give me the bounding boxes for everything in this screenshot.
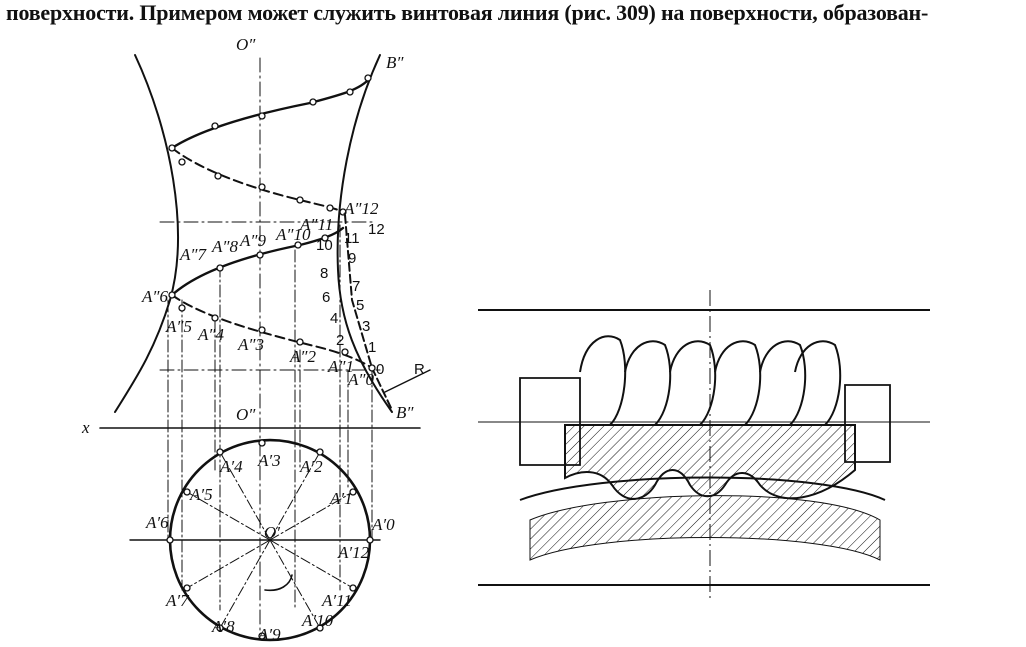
rotation-arrow xyxy=(264,574,293,592)
num-0: 0 xyxy=(376,361,384,378)
num-6: 6 xyxy=(322,289,330,306)
header-text: поверхности. Примером может служить винт… xyxy=(6,0,929,25)
plan-point-9: A′9 xyxy=(257,625,281,644)
num-1: 1 xyxy=(368,339,376,356)
num-7: 7 xyxy=(352,278,360,295)
front-point-0: A″0 xyxy=(347,370,374,389)
front-point-12: A″12 xyxy=(343,199,379,218)
generatrix-line xyxy=(344,214,393,411)
plan-point-5: A′5 xyxy=(189,485,213,504)
num-9: 9 xyxy=(348,250,356,267)
front-point-2: A″2 xyxy=(289,347,316,366)
front-point-10: A″10 xyxy=(275,225,311,244)
label-o-plan: O′ xyxy=(264,523,280,542)
num-10: 10 xyxy=(316,237,333,254)
plan-point-12: A′12 xyxy=(337,543,370,562)
label-b-top: B″ xyxy=(386,53,404,72)
helix-hidden-1 xyxy=(171,147,344,213)
num-11: 11 xyxy=(344,230,360,247)
num-4: 4 xyxy=(330,310,338,327)
projection-lines xyxy=(167,224,373,611)
label-r: R xyxy=(414,361,425,378)
num-12: 12 xyxy=(368,221,385,238)
left-contour xyxy=(114,54,179,413)
r-arrow xyxy=(384,369,431,393)
num-3: 3 xyxy=(362,318,370,335)
front-point-1: A″1 xyxy=(327,357,354,376)
plan-point-1: A′1 xyxy=(329,489,353,508)
front-point-3: A″3 xyxy=(237,335,264,354)
plan-point-3: A′3 xyxy=(257,451,281,470)
front-point-6: A″6 xyxy=(141,287,168,306)
helix-visible-2 xyxy=(170,226,345,297)
num-5: 5 xyxy=(356,297,364,314)
front-point-5: A″5 xyxy=(165,317,192,336)
plan-radii xyxy=(186,451,354,629)
label-o-top: O″ xyxy=(236,35,256,54)
label-x-axis: x xyxy=(81,418,90,437)
label-b-bottom: B″ xyxy=(396,403,414,422)
plan-point-0: A′0 xyxy=(371,515,395,534)
plan-point-6: A′6 xyxy=(145,513,169,532)
plan-point-2: A′2 xyxy=(299,457,323,476)
plan-point-10: A′10 xyxy=(301,611,334,630)
plan-point-4: A′4 xyxy=(219,457,243,476)
front-point-9: A″9 xyxy=(239,231,266,250)
front-point-11: A″11 xyxy=(299,215,333,234)
helix-points xyxy=(166,74,376,640)
front-point-8: A″8 xyxy=(211,237,238,256)
plan-arc-top xyxy=(168,438,372,542)
plan-point-8: A′8 xyxy=(211,617,235,636)
front-point-7: A″7 xyxy=(179,245,207,264)
worm-gear-drawing xyxy=(478,290,930,600)
plan-arc-bottom xyxy=(168,538,372,642)
label-o-mid: O″ xyxy=(236,405,256,424)
plan-point-11: A′11 xyxy=(321,591,352,610)
helix-hidden-2 xyxy=(171,294,373,369)
plan-point-7: A′7 xyxy=(165,591,190,610)
num-8: 8 xyxy=(320,265,328,282)
front-point-4: A″4 xyxy=(197,325,224,344)
helix-visible-1 xyxy=(170,76,372,150)
num-2: 2 xyxy=(336,332,344,349)
